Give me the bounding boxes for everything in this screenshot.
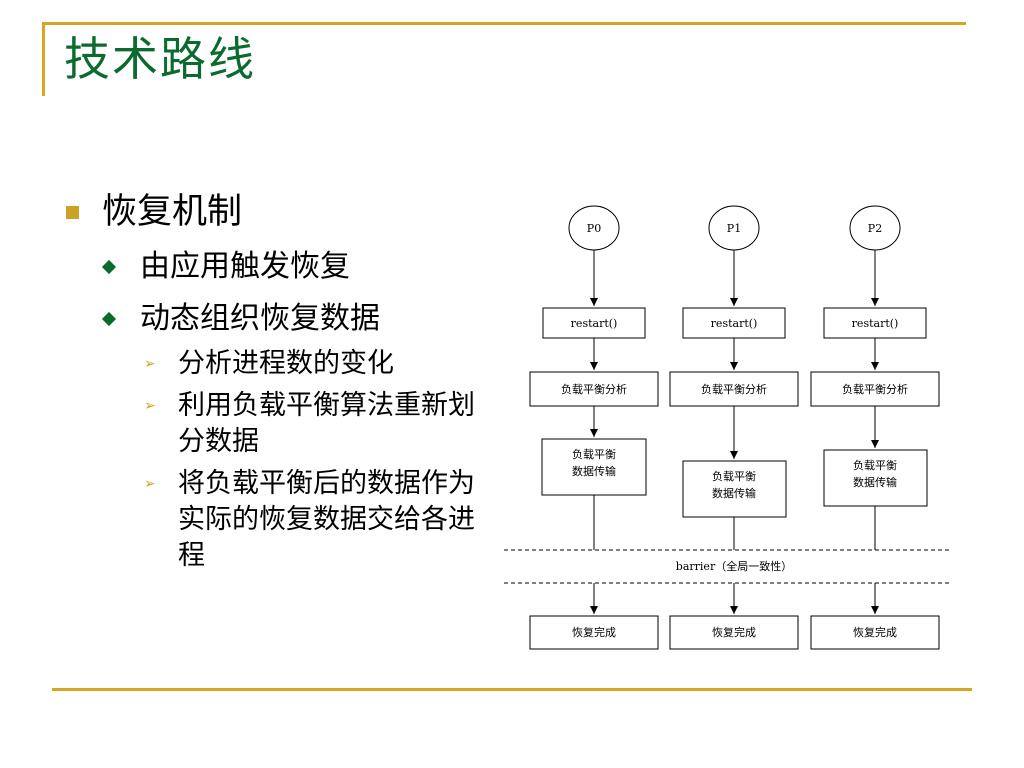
analysis-label: 负载平衡分析 [842,382,908,396]
analysis-label: 负载平衡分析 [701,382,767,396]
analysis-box-p2 [810,371,940,407]
transfer-label-line1: 负载平衡 [572,447,616,461]
done-label: 恢复完成 [572,625,616,639]
bullet-repartition-data: ➢ 利用负载平衡算法重新划分数据 [60,388,478,460]
done-box-p1 [669,615,799,650]
done-box-p0 [529,615,659,650]
done-label: 恢复完成 [853,625,897,639]
bullet-analyze-process-count: ➢ 分析进程数的变化 [60,346,478,382]
square-bullet-icon [66,206,79,219]
bullet-text: 由应用触发恢复 [140,249,350,284]
title-accent-rule-top [42,22,966,25]
restart-label: restart() [571,317,618,330]
transfer-label-line2: 数据传输 [712,486,756,500]
slide-title: 技术路线 [64,32,256,86]
process-label-p0: P0 [587,222,601,235]
transfer-box-p0 [541,438,647,496]
bullet-text: 利用负载平衡算法重新划分数据 [178,390,475,457]
transfer-label-line1: 负载平衡 [712,469,756,483]
arrow-bullet-icon: ➢ [144,356,156,372]
transfer-label-line2: 数据传输 [853,475,897,489]
process-label-p2: P2 [868,222,882,235]
restart-box-p2 [823,307,927,339]
arrow-bullet-icon: ➢ [144,476,156,492]
footer-accent-rule [52,688,972,691]
transfer-label-line1: 负载平衡 [853,458,897,472]
title-accent-rule-vertical [42,22,45,96]
bullet-list: 恢复机制 由应用触发恢复 动态组织恢复数据 ➢ 分析进程数的变化 ➢ 利用负载平… [60,188,480,574]
bullet-text: 动态组织恢复数据 [140,301,380,336]
process-label-p1: P1 [727,222,741,235]
analysis-box-p1 [669,371,799,407]
bullet-recovery-mechanism: 恢复机制 [60,188,480,236]
restart-label: restart() [852,317,899,330]
restart-box-p0 [542,307,646,339]
transfer-box-p1 [682,460,787,518]
transfer-label-line2: 数据传输 [572,464,616,478]
restart-label: restart() [711,317,758,330]
barrier-label: barrier（全局一致性） [676,559,792,573]
analysis-label: 负载平衡分析 [561,382,627,396]
done-label: 恢复完成 [712,625,756,639]
restart-box-p1 [682,307,786,339]
bullet-text: 恢复机制 [102,192,243,232]
bullet-dynamic-organize: 动态组织恢复数据 [60,298,480,340]
done-box-p2 [810,615,940,650]
bullet-app-triggered: 由应用触发恢复 [60,246,480,288]
bullet-text: 将负载平衡后的数据作为实际的恢复数据交给各进程 [178,468,475,571]
bullet-deliver-data: ➢ 将负载平衡后的数据作为实际的恢复数据交给各进程 [60,466,478,574]
bullet-text: 分析进程数的变化 [178,348,394,379]
arrow-bullet-icon: ➢ [144,398,156,414]
